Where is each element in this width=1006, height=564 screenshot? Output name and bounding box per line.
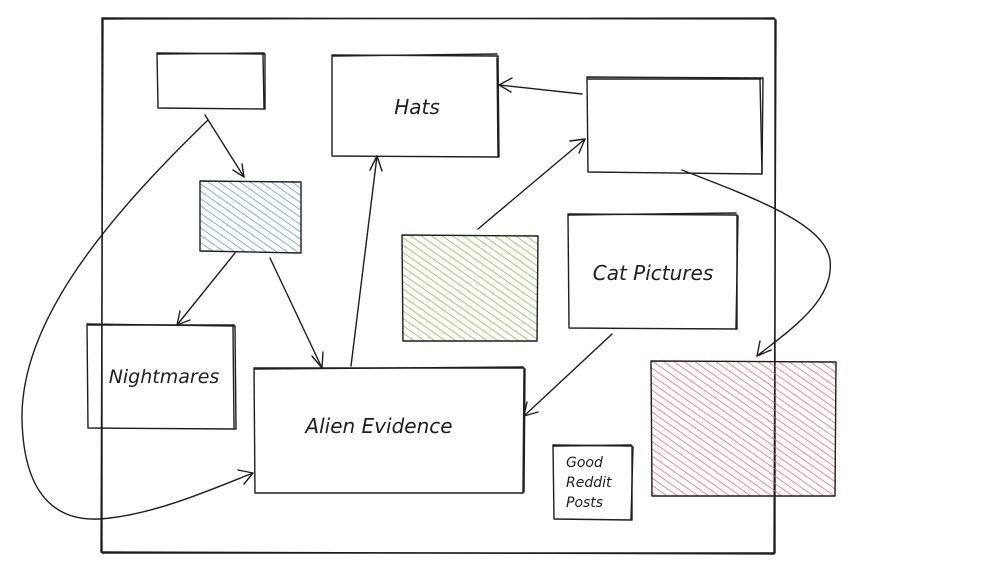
node-good-reddit-posts[interactable]: Good Reddit Posts bbox=[552, 444, 634, 521]
node-hats-label: Hats bbox=[394, 95, 440, 119]
node-good-reddit-posts-line-3: Posts bbox=[566, 495, 603, 511]
outer-frame bbox=[100, 17, 777, 555]
node-cat-pictures-label: Cat Pictures bbox=[593, 261, 714, 285]
node-green-hatched[interactable] bbox=[401, 234, 539, 342]
node-red-hatched[interactable] bbox=[650, 360, 837, 497]
edge-cat-pictures-to-alien-evidence bbox=[523, 333, 613, 417]
node-good-reddit-posts-line-2: Reddit bbox=[566, 475, 612, 491]
node-hats[interactable]: Hats bbox=[331, 53, 500, 158]
node-alien-evidence[interactable]: Alien Evidence bbox=[253, 366, 526, 494]
edge-top-right-empty-to-red-hatched bbox=[681, 169, 831, 357]
node-cat-pictures[interactable]: Cat Pictures bbox=[567, 212, 739, 330]
node-nightmares-label: Nightmares bbox=[109, 366, 220, 388]
edge-alien-evidence-to-hats bbox=[350, 155, 383, 367]
node-top-left-empty[interactable] bbox=[156, 52, 266, 110]
edge-top-left-empty-to-alien-evidence bbox=[21, 119, 254, 520]
edge-green-hatched-to-top-right-empty bbox=[477, 138, 586, 230]
node-good-reddit-posts-line-1: Good bbox=[566, 455, 603, 471]
edge-blue-hatched-to-nightmares bbox=[176, 252, 236, 326]
edge-top-right-empty-to-hats bbox=[498, 77, 583, 95]
node-alien-evidence-label: Alien Evidence bbox=[303, 414, 452, 438]
node-nightmares[interactable]: Nightmares bbox=[86, 323, 237, 430]
edge-top-left-empty-to-blue-hatched bbox=[204, 114, 245, 178]
node-blue-hatched[interactable] bbox=[199, 180, 302, 254]
node-top-right-empty[interactable] bbox=[586, 76, 764, 175]
edge-blue-hatched-to-alien-evidence bbox=[269, 257, 324, 369]
